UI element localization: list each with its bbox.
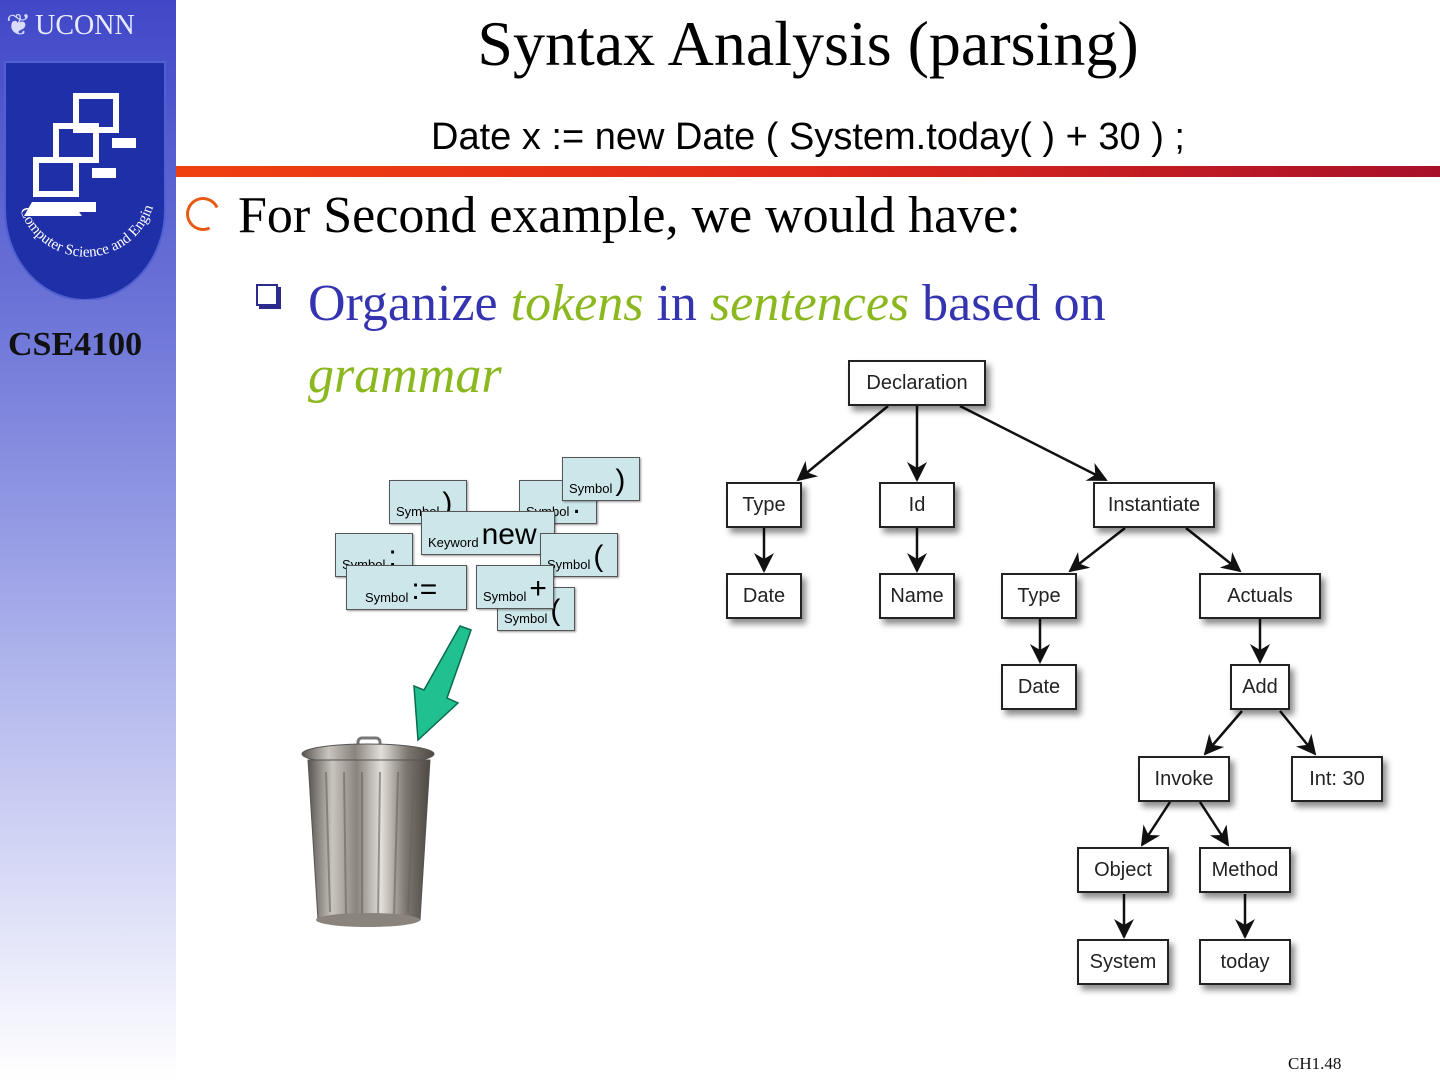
- tree-node-int: Int: 30: [1291, 756, 1383, 802]
- page-number: CH1.48: [1288, 1054, 1341, 1074]
- tree-node-add: Add: [1230, 664, 1290, 710]
- tree-node-method: Method: [1199, 847, 1291, 893]
- tree-node-instantiate: Instantiate: [1093, 482, 1215, 528]
- tree-node-system: System: [1077, 939, 1169, 985]
- tree-node-id: Id: [879, 482, 955, 528]
- tree-node-today: today: [1199, 939, 1291, 985]
- tree-node-invoke: Invoke: [1138, 756, 1230, 802]
- tree-node-name: Name: [879, 573, 955, 619]
- tree-node-type: Type: [1001, 573, 1077, 619]
- tree-node-object: Object: [1077, 847, 1169, 893]
- tree-node-declaration: Declaration: [848, 360, 986, 406]
- tree-node-date: Date: [726, 573, 802, 619]
- tree-node-date: Date: [1001, 664, 1077, 710]
- tree-node-type: Type: [726, 482, 802, 528]
- tree-node-actuals: Actuals: [1199, 573, 1321, 619]
